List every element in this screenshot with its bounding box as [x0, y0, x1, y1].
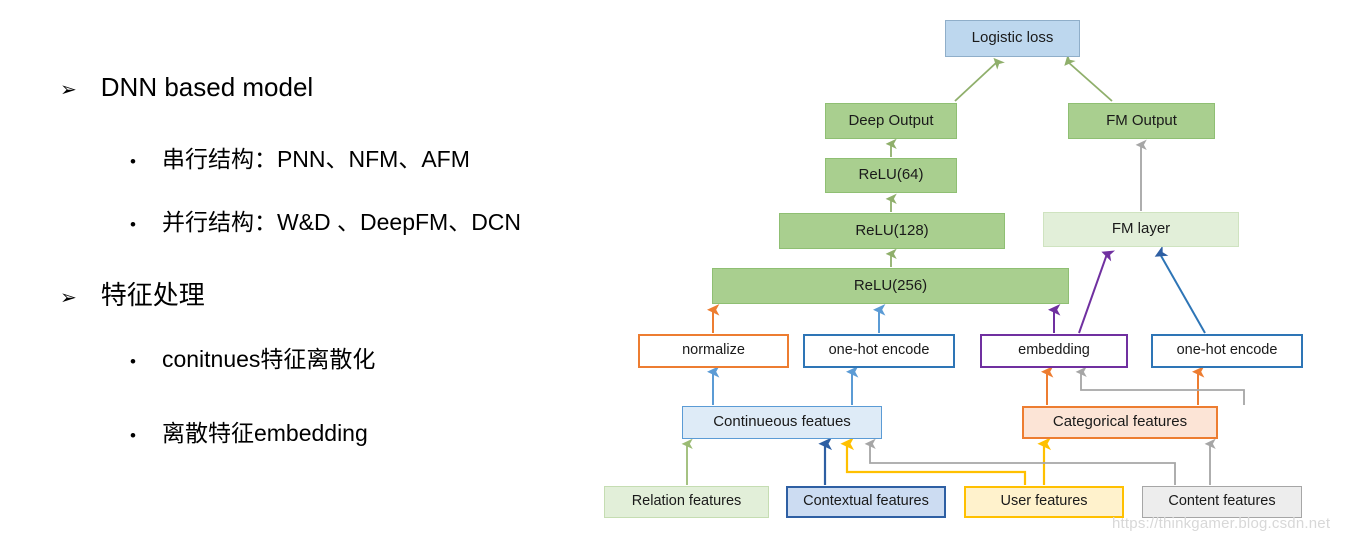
node-categorical-features[interactable]: Categorical features [1022, 406, 1218, 439]
bullet-item-serial-structure: • 串行结构：PNN、NFM、AFM [130, 140, 470, 174]
node-one-hot-encode-continuous[interactable]: one-hot encode [803, 334, 955, 368]
node-deep-output[interactable]: Deep Output [825, 103, 957, 139]
node-contextual-features[interactable]: Contextual features [786, 486, 946, 518]
bullet-text: 串行结构：PNN、NFM、AFM [161, 146, 470, 172]
node-relu-128[interactable]: ReLU(128) [779, 213, 1005, 249]
bullet-text: conitnues特征离散化 [161, 346, 376, 372]
bullet-marker-arrow-icon: ➢ [60, 287, 77, 309]
node-normalize[interactable]: normalize [638, 334, 789, 368]
edge-onehot2-to-fm-layer [1154, 245, 1206, 334]
node-continuous-features[interactable]: Continueous featues [682, 406, 882, 439]
bullet-list: ➢ DNN based model • 串行结构：PNN、NFM、AFM • 并… [0, 0, 660, 545]
edge-fm-output-to-logistic-loss [1064, 54, 1113, 102]
bullet-marker-dot-icon: • [130, 352, 136, 371]
bullet-marker-dot-icon: • [130, 426, 136, 445]
bullet-text: DNN based model [100, 72, 314, 102]
edge-deep-output-to-logistic-loss [954, 57, 1005, 102]
bullet-item-discrete-embedding: • 离散特征embedding [130, 414, 368, 448]
edge-user-to-continuous [840, 437, 1027, 485]
node-user-features[interactable]: User features [964, 486, 1124, 518]
node-one-hot-encode-categorical[interactable]: one-hot encode [1151, 334, 1303, 368]
bullet-text: 离散特征embedding [161, 420, 368, 446]
edge-content-to-continuous [864, 438, 1176, 485]
bullet-item-feature-processing: ➢ 特征处理 [60, 275, 205, 312]
node-fm-output[interactable]: FM Output [1068, 103, 1215, 139]
node-embedding[interactable]: embedding [980, 334, 1128, 368]
edge-content-to-embedding [1075, 366, 1245, 405]
bullet-item-dnn-based-model: ➢ DNN based model [60, 72, 313, 103]
edge-embedding-to-fm-layer [1078, 250, 1116, 334]
bullet-marker-arrow-icon: ➢ [60, 79, 77, 101]
bullet-marker-dot-icon: • [130, 215, 136, 234]
watermark: https://thinkgamer.blog.csdn.net [1112, 515, 1331, 532]
bullet-item-parallel-structure: • 并行结构：W&D 、DeepFM、DCN [130, 203, 521, 237]
node-logistic-loss[interactable]: Logistic loss [945, 20, 1080, 57]
bullet-text: 特征处理 [100, 280, 205, 310]
node-relu-256[interactable]: ReLU(256) [712, 268, 1069, 304]
bullet-marker-dot-icon: • [130, 152, 136, 171]
bullet-item-continuous-discretization: • conitnues特征离散化 [130, 340, 375, 374]
node-relu-64[interactable]: ReLU(64) [825, 158, 957, 193]
node-relation-features[interactable]: Relation features [604, 486, 769, 518]
node-content-features[interactable]: Content features [1142, 486, 1302, 518]
node-fm-layer[interactable]: FM layer [1043, 212, 1239, 247]
bullet-text: 并行结构：W&D 、DeepFM、DCN [161, 209, 522, 235]
